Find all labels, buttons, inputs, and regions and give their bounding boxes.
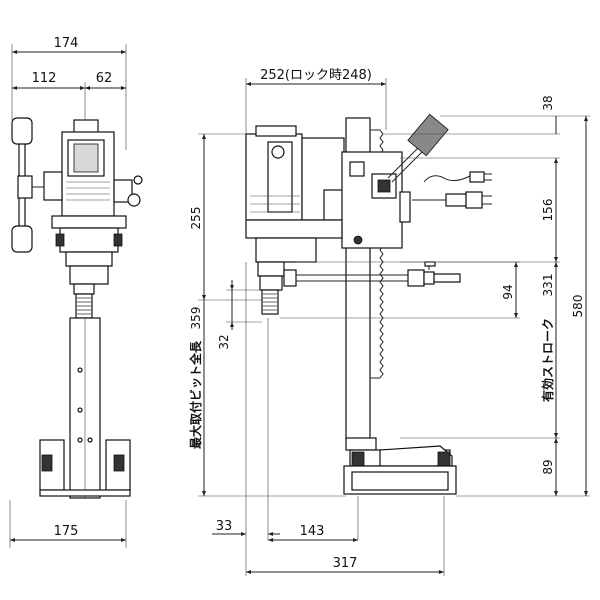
- dim-stroke-value: 331: [541, 274, 555, 297]
- dim-bit-to-column: 143: [300, 524, 325, 539]
- dim-total-height: 580: [571, 295, 585, 318]
- dim-bit-length-value: 359: [189, 307, 203, 330]
- dim-bit-shank: 32: [217, 334, 231, 349]
- front-view-machine: [11, 117, 143, 499]
- dim-top-width: 252(ロック時248): [260, 68, 372, 83]
- side-view-dimensions: 252(ロック時248) 38 156 331 有効ストローク 89 580: [188, 68, 590, 576]
- dim-base-height: 89: [541, 459, 555, 474]
- dim-motor-to-column: 255: [189, 207, 203, 230]
- dim-base-length: 317: [333, 556, 358, 571]
- dim-front-right-part: 62: [96, 71, 113, 86]
- dim-front-base-width: 175: [54, 524, 79, 539]
- dim-motor-height: 156: [541, 199, 555, 222]
- dim-front-overall-width: 174: [54, 36, 79, 51]
- dim-bit-offset: 33: [216, 519, 233, 534]
- label-max-bit-length: 最大取付ビット全長: [188, 340, 203, 449]
- label-effective-stroke: 有効ストローク: [540, 318, 555, 402]
- dim-front-left-part: 112: [32, 71, 57, 86]
- dim-bit-stroke-section: 94: [501, 284, 515, 299]
- dim-top-offset: 38: [541, 95, 555, 110]
- side-view-machine: [245, 113, 492, 495]
